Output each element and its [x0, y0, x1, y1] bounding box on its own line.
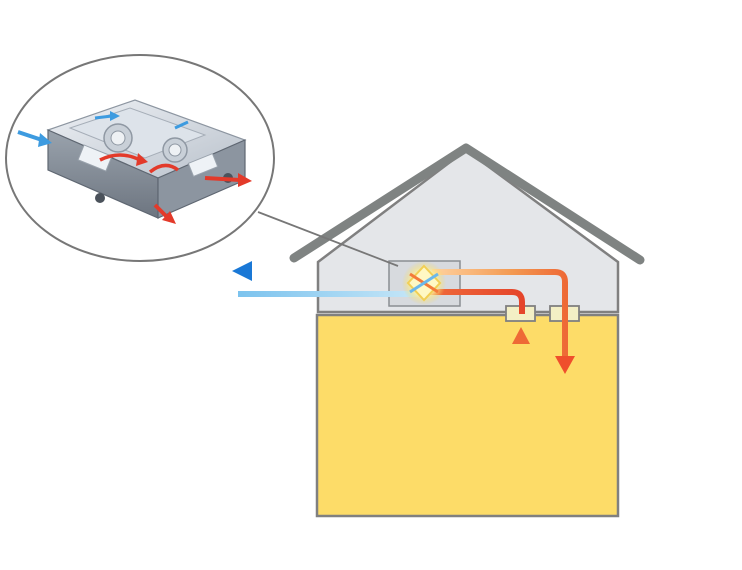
callout-line: [257, 211, 399, 267]
house: [289, 143, 645, 518]
roof: [289, 143, 645, 265]
extract-duct: [430, 289, 525, 314]
attic-space: [316, 148, 620, 314]
warm-air-flows: [430, 269, 575, 374]
supply-duct: [432, 269, 568, 358]
exhaust-arrowhead: [232, 261, 252, 281]
unit-illustration: [17, 99, 252, 224]
living-space: [315, 313, 620, 518]
heat-exchanger: [402, 261, 446, 305]
unit-cutaway-inset: [5, 54, 275, 262]
supply-arrowhead: [555, 356, 575, 374]
extract-arrowhead: [512, 327, 530, 344]
